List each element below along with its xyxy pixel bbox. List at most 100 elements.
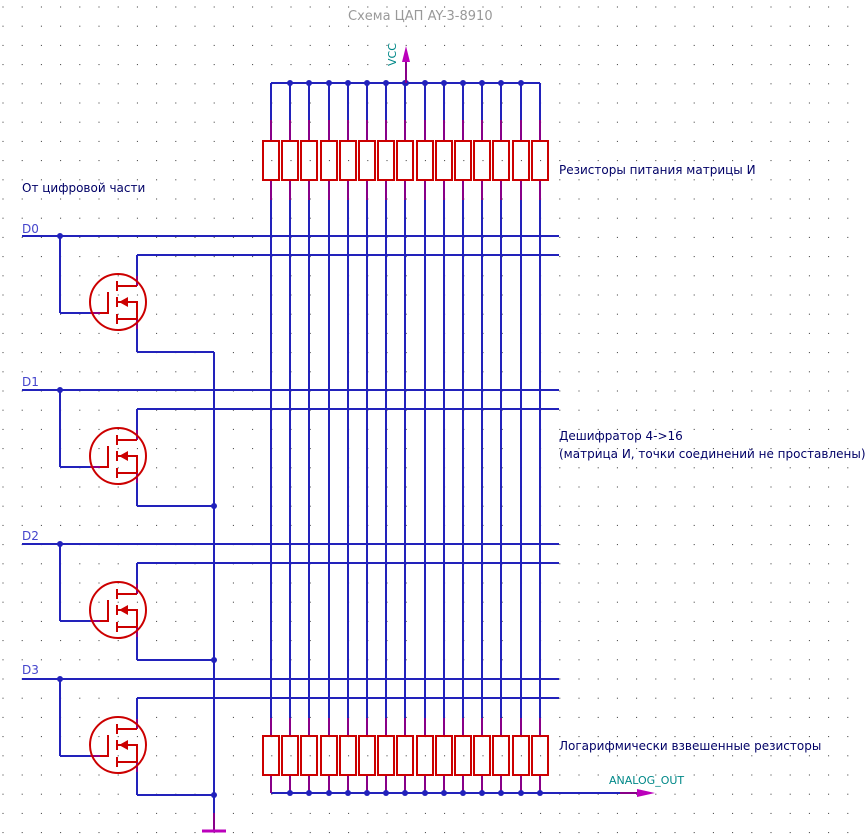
grid-dot	[2, 467, 4, 469]
grid-dot	[136, 6, 138, 8]
grid-dot	[808, 198, 810, 200]
grid-dot	[21, 505, 23, 507]
grid-dot	[828, 371, 830, 373]
grid-dot	[213, 83, 215, 85]
grid-dot	[252, 102, 254, 104]
top-resistor	[473, 140, 491, 181]
grid-dot	[213, 102, 215, 104]
grid-dot	[213, 832, 215, 834]
grid-dot	[751, 640, 753, 642]
grid-dot	[674, 678, 676, 680]
grid-dot	[578, 44, 580, 46]
grid-dot	[808, 83, 810, 85]
grid-dot	[117, 179, 119, 181]
grid-dot	[213, 121, 215, 123]
grid-dot	[79, 217, 81, 219]
grid-dot	[597, 409, 599, 411]
grid-dot	[252, 236, 254, 238]
grid-dot	[808, 179, 810, 181]
grid-dot	[194, 6, 196, 8]
analog-out-port[interactable]: ANALOG_OUT	[609, 774, 684, 797]
grid-dot	[693, 659, 695, 661]
grid-dot	[136, 160, 138, 162]
top-resistor	[339, 140, 357, 181]
grid-dot	[636, 697, 638, 699]
grid-dot	[21, 601, 23, 603]
grid-dot	[424, 44, 426, 46]
grid-dot	[693, 640, 695, 642]
grid-dot	[655, 409, 657, 411]
grid-dot	[655, 697, 657, 699]
grid-dot	[616, 448, 618, 450]
grid-dot	[309, 25, 311, 27]
grid-dot	[482, 832, 484, 834]
grid-dot	[156, 448, 158, 450]
grid-dot	[21, 256, 23, 258]
junction-dot	[326, 80, 332, 86]
junction-dot	[211, 503, 217, 509]
grid-dot	[405, 102, 407, 104]
grid-dot	[252, 774, 254, 776]
junction-dot	[383, 790, 389, 796]
grid-dot	[348, 44, 350, 46]
bottom-resistor	[339, 735, 357, 776]
grid-dot	[732, 198, 734, 200]
grid-dot	[808, 390, 810, 392]
grid-dot	[732, 44, 734, 46]
grid-dot	[21, 6, 23, 8]
grid-dot	[79, 812, 81, 814]
grid-dot	[693, 83, 695, 85]
grid-dot	[232, 659, 234, 661]
grid-dot	[636, 352, 638, 354]
bottom-resistor	[358, 735, 376, 776]
grid-dot	[636, 217, 638, 219]
grid-dot	[693, 140, 695, 142]
grid-dot	[444, 64, 446, 66]
grid-dot	[328, 755, 330, 757]
grid-dot	[751, 832, 753, 834]
grid-dot	[770, 659, 772, 661]
grid-dot	[808, 121, 810, 123]
transistor-body	[89, 427, 147, 485]
grid-dot	[21, 198, 23, 200]
grid-dot	[847, 563, 849, 565]
grid-dot	[751, 275, 753, 277]
grid-dot	[175, 294, 177, 296]
grid-dot	[463, 25, 465, 27]
junction-dot	[345, 80, 351, 86]
grid-dot	[732, 428, 734, 430]
grid-dot	[616, 640, 618, 642]
grid-dot	[405, 313, 407, 315]
grid-dot	[674, 563, 676, 565]
grid-dot	[578, 448, 580, 450]
grid-dot	[597, 486, 599, 488]
grid-dot	[828, 582, 830, 584]
grid-dot	[136, 64, 138, 66]
grid-dot	[732, 160, 734, 162]
grid-dot	[789, 64, 791, 66]
grid-dot	[405, 198, 407, 200]
grid-dot	[520, 6, 522, 8]
grid-dot	[847, 428, 849, 430]
grid-dot	[847, 44, 849, 46]
grid-dot	[674, 774, 676, 776]
grid-dot	[847, 812, 849, 814]
top-resistor	[300, 140, 318, 181]
grid-dot	[693, 428, 695, 430]
grid-dot	[252, 64, 254, 66]
grid-dot	[520, 25, 522, 27]
grid-dot	[252, 160, 254, 162]
grid-dot	[21, 620, 23, 622]
grid-dot	[693, 563, 695, 565]
grid-dot	[2, 448, 4, 450]
grid-dot	[578, 160, 580, 162]
grid-dot	[693, 793, 695, 795]
grid-dot	[732, 313, 734, 315]
grid-dot	[597, 774, 599, 776]
grid-dot	[751, 716, 753, 718]
grid-dot	[21, 275, 23, 277]
vcc-power-port[interactable]: VCC	[386, 43, 410, 83]
grid-dot	[405, 505, 407, 507]
grid-dot	[252, 371, 254, 373]
grid-dot	[175, 448, 177, 450]
